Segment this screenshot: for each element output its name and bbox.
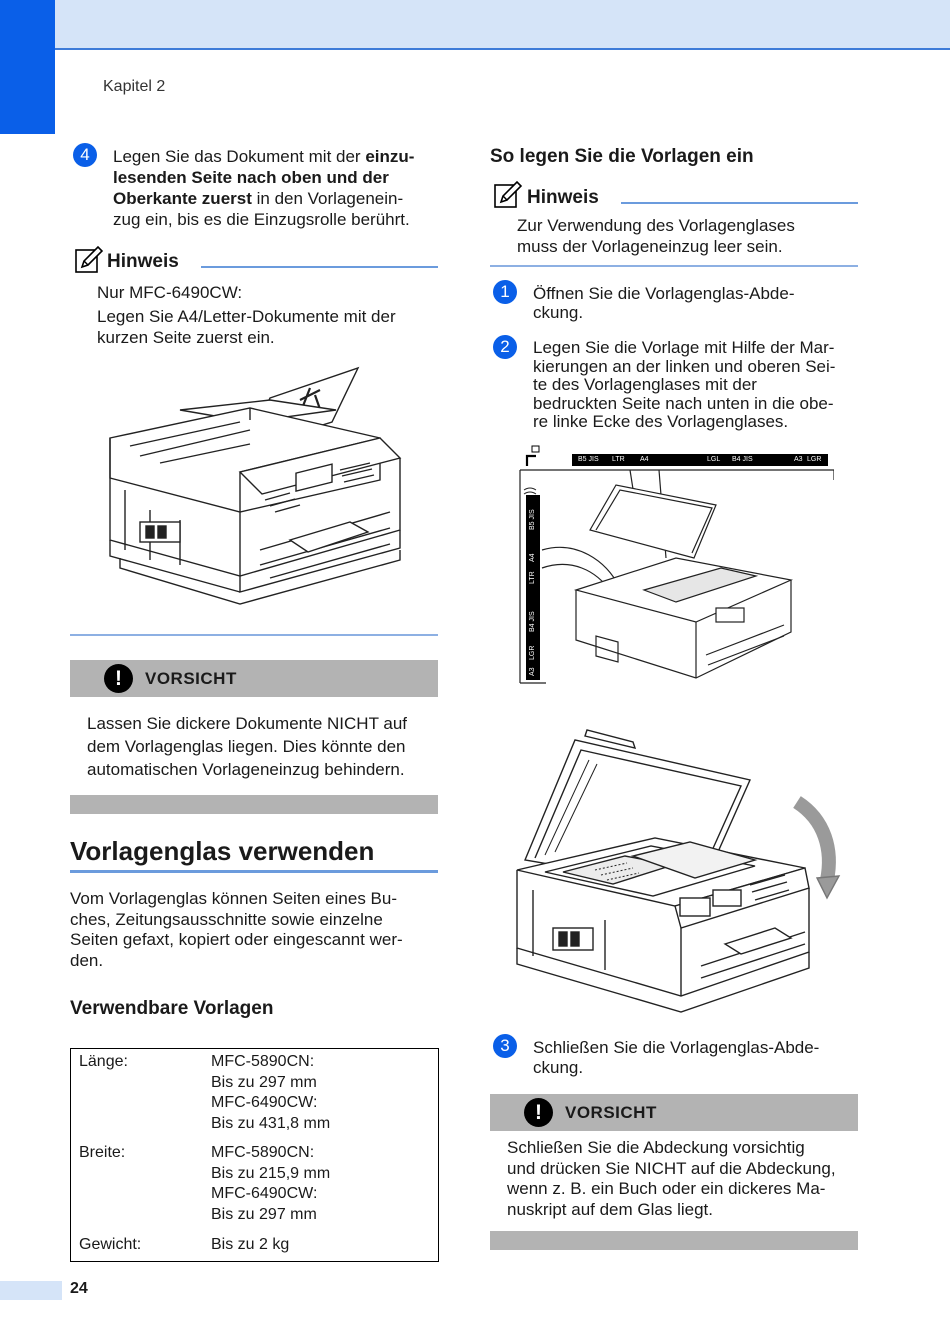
top-size-ruler: B5 JIS LTR A4 LGL B4 JIS A3 LGR — [572, 454, 828, 466]
step-3-marker: 3 — [493, 1034, 517, 1058]
table-key: Gewicht: — [79, 1236, 142, 1253]
right-section-title: So legen Sie die Vorlagen ein — [490, 146, 754, 167]
usable-docs-title: Verwendbare Vorlagen — [70, 998, 274, 1019]
caution-end-bar — [490, 1231, 858, 1250]
table-row: Gewicht: Bis zu 2 kg — [71, 1228, 439, 1261]
hint-text: Zur Verwendung des Vorlagenglases muss d… — [517, 216, 795, 256]
table-value: MFC-5890CN:Bis zu 297 mm MFC-6490CW:Bis … — [211, 1053, 331, 1132]
hint-text: Legen Sie A4/Letter-Dokumente mit der ku… — [97, 307, 396, 347]
page-number-band — [0, 1281, 62, 1300]
caution-label: VORSICHT — [565, 1103, 657, 1122]
corner-document-icon — [525, 445, 540, 466]
section-title: Vorlagenglas verwenden — [70, 836, 375, 866]
step-4-marker: 4 — [73, 143, 97, 167]
header-rule — [0, 48, 950, 50]
side-size-ruler: A3 LGR B4 JIS LTR A4 B5 JIS — [526, 495, 540, 680]
ruler-mark-ledger: LGR — [807, 456, 822, 463]
scanner-open-illustration — [516, 729, 841, 1013]
step-2-marker: 2 — [493, 335, 517, 359]
caution-text: Lassen Sie dickere Dokumente NICHT auf d… — [87, 714, 408, 779]
ruler-mark-a3: A3 — [794, 456, 803, 463]
step-4-text: Legen Sie das Dokument mit der einzu- le… — [113, 147, 415, 229]
caution-banner: ! VORSICHT — [490, 1094, 858, 1131]
table-key: Länge: — [79, 1053, 128, 1070]
ruler-mark-b4: B4 JIS — [732, 456, 753, 463]
warning-exclamation-icon: ! — [524, 1098, 553, 1127]
glass-guide-illustration: B5 JIS LTR A4 LGL B4 JIS A3 LGR A3 LGR B… — [516, 440, 834, 685]
note-pencil-icon — [75, 245, 104, 273]
page-number: 24 — [70, 1280, 88, 1297]
warning-exclamation-icon: ! — [104, 664, 133, 693]
document-specs-table: Länge: MFC-5890CN:Bis zu 297 mm MFC-6490… — [70, 1048, 439, 1262]
caution-label: VORSICHT — [145, 669, 237, 688]
header-band — [0, 0, 950, 50]
ruler-mark-ltr: LTR — [612, 456, 625, 463]
note-pencil-icon — [494, 180, 523, 208]
table-row: Länge: MFC-5890CN:Bis zu 297 mm MFC-6490… — [71, 1049, 439, 1138]
caution-end-bar — [70, 795, 438, 814]
guide-frame-lines — [519, 469, 834, 684]
step-2-text: Legen Sie die Vorlage mit Hilfe der Mar-… — [533, 338, 836, 431]
table-value: MFC-5890CN:Bis zu 215,9 mm MFC-6490CW:Bi… — [211, 1144, 331, 1223]
section-rule — [70, 870, 438, 873]
hint-rule — [621, 202, 858, 204]
hint-title: Hinweis — [107, 251, 179, 272]
table-row: Breite: MFC-5890CN:Bis zu 215,9 mm MFC-6… — [71, 1137, 439, 1228]
chapter-label: Kapitel 2 — [103, 78, 166, 95]
adf-loading-illustration — [109, 366, 402, 605]
hint-line-model: Nur MFC-6490CW: — [97, 283, 243, 302]
section-paragraph: Vom Vorlagenglas können Seiten eines Bu-… — [70, 889, 403, 970]
caution-text: Schließen Sie die Abdeckung vorsichtig u… — [507, 1138, 836, 1219]
table-key: Breite: — [79, 1144, 126, 1161]
table-value: Bis zu 2 kg — [211, 1236, 290, 1253]
caution-banner: ! VORSICHT — [70, 660, 438, 697]
step-1-text: Öffnen Sie die Vorlagenglas-Abde- ckung. — [533, 284, 795, 322]
hint-rule — [201, 266, 438, 268]
step-1-marker: 1 — [493, 280, 517, 304]
ruler-mark-lgl: LGL — [707, 456, 721, 463]
ruler-mark-a4: A4 — [640, 456, 649, 463]
chapter-tab — [0, 0, 55, 134]
hint-end-rule — [490, 265, 858, 267]
hint-title: Hinweis — [527, 187, 599, 208]
step-3-text: Schließen Sie die Vorlagenglas-Abde- cku… — [533, 1038, 820, 1077]
left-divider — [70, 634, 438, 636]
ruler-mark-b5: B5 JIS — [578, 456, 599, 463]
